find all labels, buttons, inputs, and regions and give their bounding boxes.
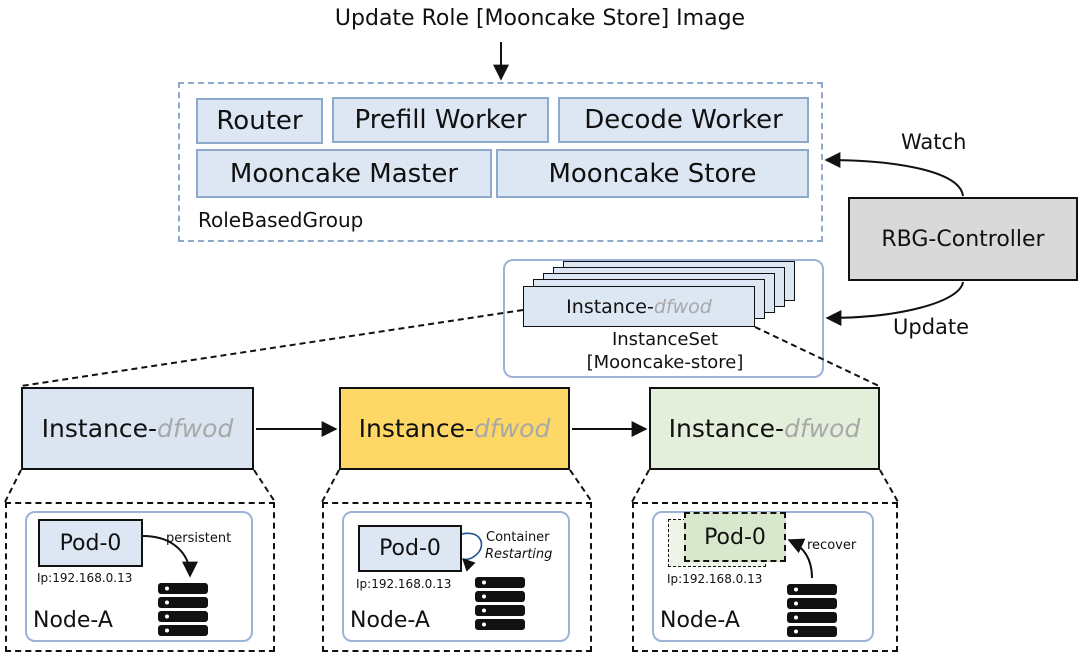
detail-line [879, 469, 899, 503]
role-mooncake-master: Mooncake Master [196, 149, 492, 198]
persistent-label: persistent [166, 531, 232, 546]
role-based-group-label: RoleBasedGroup [198, 208, 364, 232]
restart-loop-icon [461, 532, 483, 572]
role-based-group [178, 82, 823, 242]
node-detail-frame [322, 502, 592, 652]
instance-prefix: Instance- [668, 414, 785, 443]
instance-stage-1: Instance-dfwod [21, 387, 254, 470]
watch-label: Watch [901, 130, 967, 154]
instance-suffix: dfwod [784, 414, 861, 443]
detail-line [4, 469, 22, 503]
watch-arrow [824, 152, 964, 197]
node-box [25, 511, 253, 642]
node-label: Node-A [350, 608, 430, 633]
pod-ip: Ip:192.168.0.13 [667, 572, 763, 586]
node-box [342, 511, 570, 642]
pod-ip: Ip:192.168.0.13 [356, 577, 452, 591]
zoom-line-right [754, 326, 880, 387]
instance-suffix: dfwod [653, 295, 712, 318]
instance-suffix: dfwod [157, 414, 234, 443]
diagram-title: Update Role [Mooncake Store] Image [334, 6, 746, 31]
instance-set-name: InstanceSet [611, 329, 719, 350]
detail-line [569, 469, 593, 503]
recover-arrow [787, 538, 813, 579]
instance-prefix: Instance- [41, 414, 158, 443]
instance-set-box [503, 259, 824, 378]
instance-stage-3: Instance-dfwod [649, 387, 880, 470]
instance-prefix: Instance- [566, 295, 654, 318]
pod-box: Pod-0 [38, 519, 143, 567]
instance-set-label: InstanceSet [Mooncake-store] [555, 328, 775, 374]
instance-set-role: [Mooncake-store] [586, 352, 744, 373]
detail-line [631, 469, 650, 503]
database-icon [475, 577, 525, 630]
recover-label: recover [807, 538, 857, 553]
instance-stack-front: Instance-dfwod [523, 286, 755, 327]
update-arrow [825, 281, 964, 326]
pod-box: Pod-0 [358, 525, 462, 572]
instance-stage-2: Instance-dfwod [339, 387, 570, 470]
database-icon [787, 584, 837, 637]
restarting-label: Restarting [485, 547, 553, 562]
node-label: Node-A [33, 608, 113, 633]
zoom-line-left [20, 309, 524, 387]
detail-line [321, 469, 340, 503]
role-router: Router [196, 98, 323, 144]
pod-ip: Ip:192.168.0.13 [37, 571, 133, 585]
node-detail-frame [632, 502, 898, 652]
update-label: Update [893, 315, 970, 339]
database-icon [158, 583, 208, 636]
pod-box: Pod-0 [684, 512, 786, 562]
role-decode-worker: Decode Worker [558, 97, 809, 143]
container-label: Container [486, 530, 550, 545]
role-prefill-worker: Prefill Worker [332, 97, 549, 143]
detail-line [253, 469, 276, 503]
rbg-controller: RBG-Controller [848, 197, 1078, 281]
instance-suffix: dfwod [474, 414, 551, 443]
role-mooncake-store: Mooncake Store [496, 149, 809, 198]
persistent-arrow [142, 535, 198, 578]
node-label: Node-A [660, 608, 740, 633]
node-detail-frame [5, 502, 275, 652]
instance-prefix: Instance- [358, 414, 475, 443]
